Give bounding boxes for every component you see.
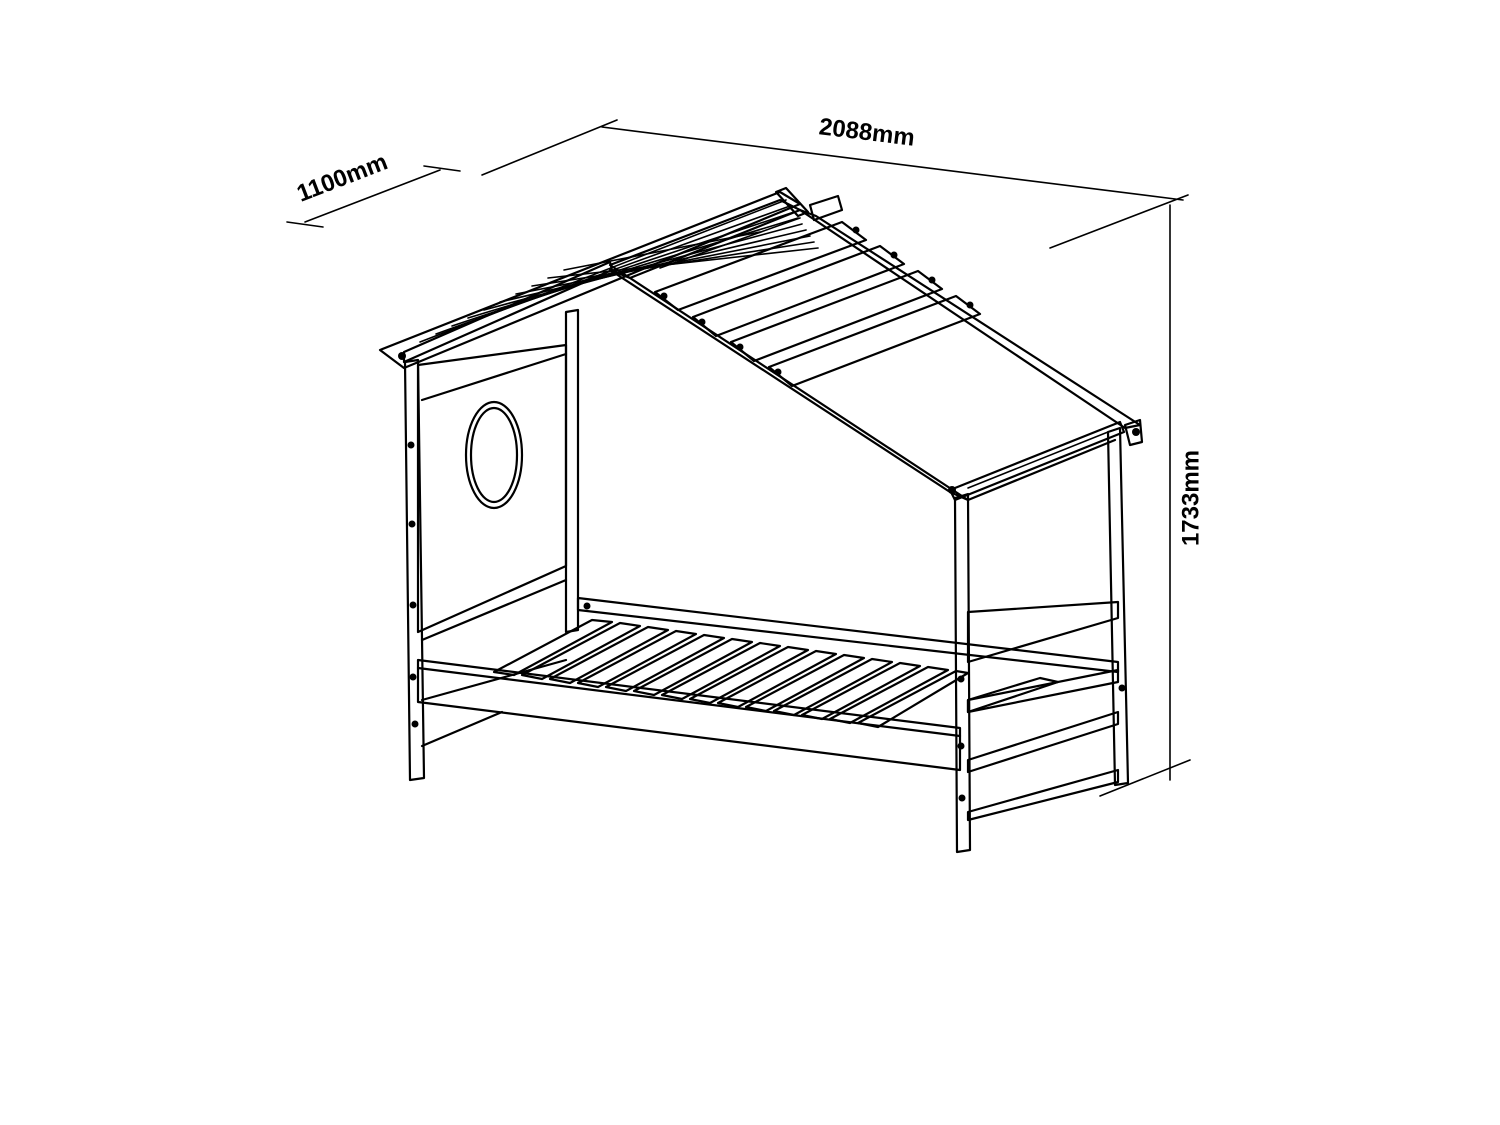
bolt-hole: [966, 301, 974, 309]
roof-inner-line: [967, 431, 1109, 489]
bed-frame: [398, 308, 1140, 854]
bolt-hole: [698, 318, 706, 326]
bolt-hole: [736, 343, 744, 351]
porthole-window-outer: [464, 400, 524, 510]
headboard-leg-brace: [420, 710, 504, 748]
headboard-bottom-rail: [420, 658, 568, 702]
roof-inner-line: [659, 217, 801, 269]
roof-planks: [653, 220, 982, 388]
footboard-mid-rail: [966, 668, 1120, 714]
roof-slat-line: [547, 247, 819, 279]
bolt-hole: [583, 602, 591, 610]
dimension-lines: [286, 119, 1191, 797]
slat: [576, 629, 698, 689]
bolt-hole: [958, 794, 966, 802]
height-extension-line-bottom: [1099, 759, 1191, 797]
footboard-bottom-rail: [966, 768, 1120, 822]
height-label: 1733mm: [1177, 450, 1204, 546]
front-side-rail: [416, 658, 962, 772]
rear-left-post: [564, 308, 580, 634]
slat: [660, 641, 782, 701]
slat: [716, 649, 838, 709]
bolt-hole: [411, 720, 419, 728]
roof-left-lower-beam: [402, 260, 614, 364]
footboard-top-edge: [966, 438, 1117, 502]
slat: [604, 633, 726, 693]
slat: [856, 669, 970, 729]
bed-slats: [492, 618, 1060, 729]
bolt-hole: [890, 251, 898, 259]
bolt-hole: [957, 742, 965, 750]
width-extension-line-left: [481, 119, 618, 176]
roof-plank: [653, 220, 868, 312]
bolt-hole: [409, 673, 417, 681]
front-side-rail-edge: [416, 666, 962, 738]
roof-plank: [767, 294, 982, 388]
depth-extension-line-left: [286, 221, 324, 228]
width-dimension-line: [601, 126, 1184, 201]
bolt-hole: [1118, 684, 1126, 692]
headboard-lower-rail: [420, 578, 568, 642]
roof: [378, 186, 1144, 502]
roof-plank: [729, 269, 944, 363]
bolt-holes: [398, 352, 1140, 802]
porthole-window-inner: [469, 406, 519, 504]
slat: [966, 676, 1060, 714]
width-label: 2088mm: [818, 113, 917, 152]
bolt-hole: [660, 292, 668, 300]
depth-extension-line-right: [423, 165, 461, 172]
depth-dimension-line: [304, 169, 441, 223]
slat: [492, 618, 614, 677]
roof-plank: [691, 244, 906, 338]
footboard-low-rail: [966, 710, 1120, 774]
headboard-top-rail: [420, 352, 568, 402]
slat: [688, 645, 810, 705]
roof-right-eave-end: [1123, 418, 1144, 447]
bolt-hole: [774, 368, 782, 376]
roof-right-eave-beam: [948, 420, 1126, 502]
roof-right-gable-rafter: [608, 268, 970, 502]
slat: [744, 653, 866, 713]
slat: [548, 625, 670, 685]
front-left-post: [403, 358, 426, 782]
depth-label: 1100mm: [293, 148, 391, 207]
bolt-hole: [1132, 428, 1140, 436]
width-extension-line-right: [1049, 194, 1189, 249]
left-headboard-panel: [416, 343, 568, 634]
bolt-hole: [408, 520, 416, 528]
slat: [520, 621, 642, 681]
bolt-hole: [957, 675, 965, 683]
bolt-hole: [928, 276, 936, 284]
bolt-hole: [852, 226, 860, 234]
bolt-hole: [409, 601, 417, 609]
bolt-hole: [407, 441, 415, 449]
slat: [632, 637, 754, 697]
rear-right-post: [1106, 426, 1130, 787]
